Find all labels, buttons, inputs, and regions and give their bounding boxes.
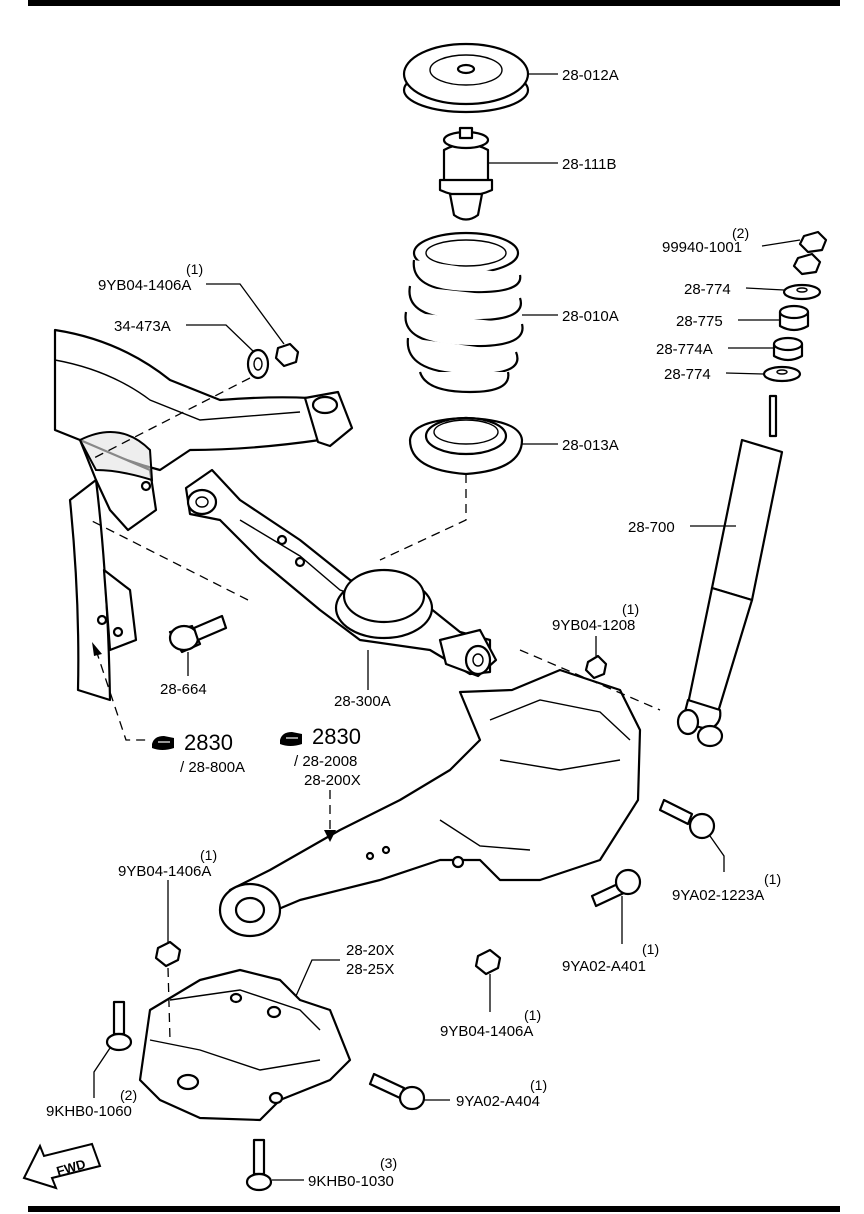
bolt-9ya02-1223a (658, 798, 716, 840)
qty-9khb0-1030: (3) (380, 1155, 397, 1171)
label-28-300a: 28-300A (334, 693, 391, 710)
label-28-013a: 28-013A (562, 437, 619, 454)
washer-28-774-top (782, 283, 822, 301)
qty-9ya02-1223a: (1) (764, 871, 781, 887)
leader-28-20x (295, 959, 340, 997)
label-9yb04-1208: 9YB04-1208 (552, 617, 635, 634)
leader-99940-1001 (761, 239, 801, 247)
leader-28-774-bottom (725, 372, 765, 375)
label-28-20x: 28-20X (346, 942, 394, 959)
label-28-700: 28-700 (628, 519, 675, 536)
washer-28-774-bottom (762, 365, 802, 383)
top-border (28, 0, 840, 6)
nut-9yb04-1406a-mid (474, 948, 502, 976)
crossmember (53, 328, 354, 702)
label-34-473a: 34-473A (114, 318, 171, 335)
washer-34-473a (246, 348, 270, 380)
label-9yb04-1406a-top: 9YB04-1406A (98, 277, 191, 294)
trailing-link (218, 668, 642, 938)
lower-arm (184, 468, 498, 678)
label-28-664: 28-664 (160, 681, 207, 698)
label-28-200x: 28-200X (304, 772, 361, 789)
label-2830-a: 2830 (184, 730, 233, 755)
leader-9ya02-1223a (709, 835, 725, 872)
coil-spring (404, 231, 524, 394)
bolt-9khb0-1030 (245, 1138, 273, 1192)
upper-spring-seat (402, 42, 530, 114)
label-28-25x: 28-25X (346, 961, 394, 978)
bolt-9ya02-a404 (368, 1072, 426, 1111)
label-28-012a: 28-012A (562, 67, 619, 84)
arrow-2830-a (92, 642, 102, 656)
label-28-774a: 28-774A (656, 341, 713, 358)
shock-absorber (676, 394, 784, 748)
label-28-111b: 28-111B (562, 156, 617, 173)
dash-bracket-refs (167, 967, 171, 1041)
label-9ya02-a401: 9YA02-A401 (562, 958, 646, 975)
label-28-800a: / 28-800A (180, 759, 245, 776)
qty-9yb04-1406a-top: (1) (186, 261, 203, 277)
qty-9khb0-1060: (2) (120, 1087, 137, 1103)
label-28-774-bottom: 28-774 (664, 366, 711, 383)
leader-9yb04-1406a-top (206, 283, 285, 345)
document-icon (152, 736, 174, 750)
bushing-28-774a (772, 336, 804, 362)
label-9khb0-1060: 9KHB0-1060 (46, 1103, 132, 1120)
dash-spring-to-arm (379, 474, 467, 561)
label-28-2008: / 28-2008 (294, 753, 357, 770)
arrow-2830-b (324, 830, 336, 842)
bolt-9khb0-1060 (105, 1000, 133, 1052)
label-28-010a: 28-010A (562, 308, 619, 325)
qty-9ya02-a401: (1) (642, 941, 659, 957)
label-9yb04-1406a-mid: 9YB04-1406A (440, 1023, 533, 1040)
dash-knuckle-refs (519, 649, 661, 711)
qty-9yb04-1406a-mid: (1) (524, 1007, 541, 1023)
leader-34-473a (186, 324, 255, 353)
leader-9khb0-1060 (93, 1047, 111, 1098)
label-28-774-top: 28-774 (684, 281, 731, 298)
fwd-arrow-icon (22, 1142, 102, 1190)
label-9ya02-a404: 9YA02-A404 (456, 1093, 540, 1110)
bracket-28-20x (138, 968, 352, 1122)
label-28-775: 28-775 (676, 313, 723, 330)
nut-99940-1001 (792, 230, 828, 276)
nut-9yb04-1208 (584, 654, 608, 680)
label-99940-1001: 99940-1001 (662, 239, 742, 256)
bottom-border (28, 1206, 840, 1212)
nut-9yb04-1406a-left (154, 940, 182, 968)
bushing-28-775 (778, 304, 810, 332)
qty-99940-1001: (2) (732, 225, 749, 241)
bolt-28-664 (168, 614, 228, 654)
label-9ya02-1223a: 9YA02-1223A (672, 887, 764, 904)
label-9yb04-1406a-left: 9YB04-1406A (118, 863, 211, 880)
qty-9yb04-1406a-left: (1) (200, 847, 217, 863)
document-icon (280, 732, 302, 746)
label-2830-b: 2830 (312, 724, 361, 749)
lower-spring-seat (408, 416, 524, 476)
qty-9ya02-a404: (1) (530, 1077, 547, 1093)
bump-stopper (438, 126, 494, 221)
qty-9yb04-1208: (1) (622, 601, 639, 617)
leader-28-774-top (745, 287, 785, 291)
nut-9yb04-1406a-top (274, 342, 300, 368)
bolt-9ya02-a401 (590, 868, 642, 908)
label-9khb0-1030: 9KHB0-1030 (308, 1173, 394, 1190)
dash-2830-a (95, 649, 146, 741)
